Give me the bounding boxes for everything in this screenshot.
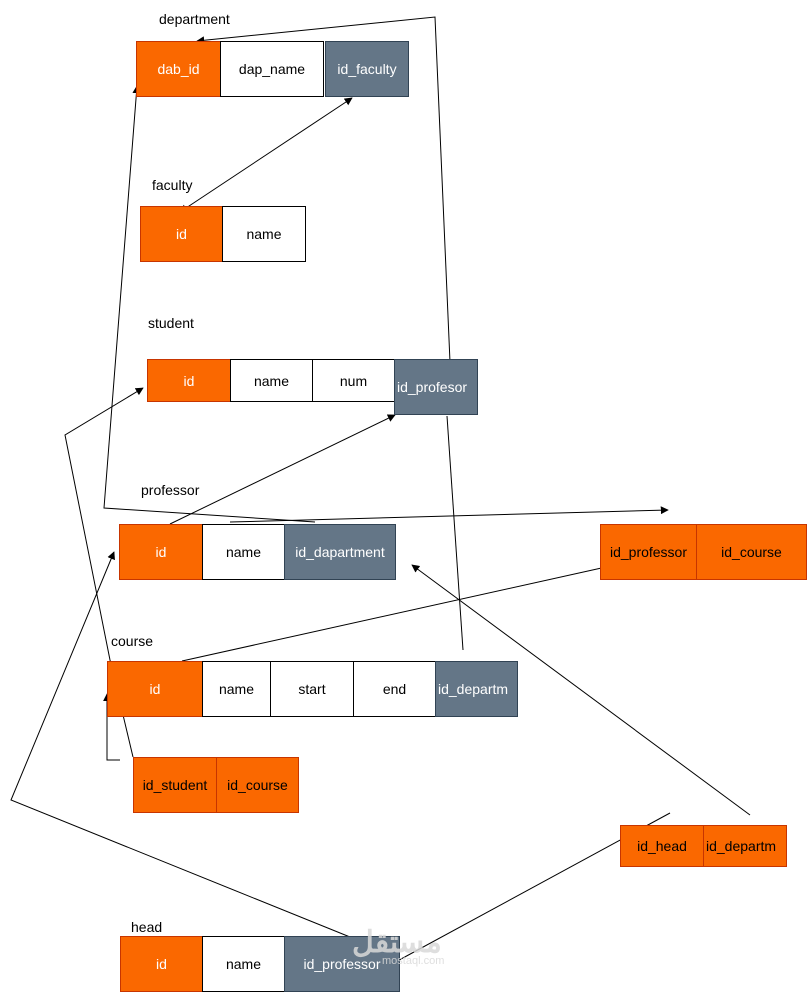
department-cell-dap-name[interactable]: dap_name — [220, 41, 324, 97]
student-label: student — [148, 315, 194, 331]
professor-cell-name[interactable]: name — [202, 524, 285, 580]
relation-course-profcourse — [181, 562, 616, 662]
faculty-cell-name[interactable]: name — [222, 206, 306, 262]
studentcourse-cell-id-course[interactable]: id_course — [216, 757, 299, 813]
studentcourse-cell-id-student[interactable]: id_student — [133, 757, 217, 813]
department-label: department — [159, 11, 230, 27]
profcourse-cell-id-course[interactable]: id_course — [696, 524, 807, 580]
relation-headdept-professor — [411, 564, 751, 816]
student-cell-name[interactable]: name — [230, 359, 313, 402]
relation-head-professor — [10, 551, 351, 938]
headdept-cell-id-departm[interactable]: id_departm — [703, 825, 787, 867]
faculty-label: faculty — [152, 177, 193, 193]
relation-professor-student — [169, 414, 396, 525]
head-cell-id[interactable]: id — [120, 936, 203, 992]
head-label: head — [131, 919, 163, 935]
professor-cell-id-dapartment[interactable]: id_dapartment — [284, 524, 396, 580]
course-label: course — [111, 633, 154, 649]
relation-professor-department — [103, 85, 316, 523]
student-cell-num[interactable]: num — [312, 359, 395, 402]
course-cell-id[interactable]: id — [107, 661, 203, 717]
student-cell-id[interactable]: id — [147, 359, 231, 402]
department-cell-id-faculty[interactable]: id_faculty — [325, 41, 409, 97]
course-cell-id-departm[interactable]: id_departm — [435, 661, 518, 717]
professor-label: professor — [141, 482, 200, 498]
relation-course-department — [446, 415, 464, 651]
faculty-cell-id[interactable]: id — [140, 206, 223, 262]
profcourse-cell-id-professor[interactable]: id_professor — [600, 524, 697, 580]
department-cell-dab-id[interactable]: dab_id — [136, 41, 221, 97]
course-cell-start[interactable]: start — [270, 661, 354, 717]
relation-student-department-top — [196, 16, 451, 363]
course-cell-name[interactable]: name — [202, 661, 271, 717]
head-cell-id-professor[interactable]: id_professor — [284, 936, 400, 992]
relation-professor-profcourse — [229, 506, 669, 523]
headdept-cell-id-head[interactable]: id_head — [620, 825, 704, 867]
relation-department-faculty — [179, 97, 353, 213]
professor-cell-id[interactable]: id — [119, 524, 203, 580]
student-cell-id-profesor[interactable]: id_profesor — [394, 359, 478, 415]
head-cell-name[interactable]: name — [202, 936, 285, 992]
course-cell-end[interactable]: end — [353, 661, 436, 717]
